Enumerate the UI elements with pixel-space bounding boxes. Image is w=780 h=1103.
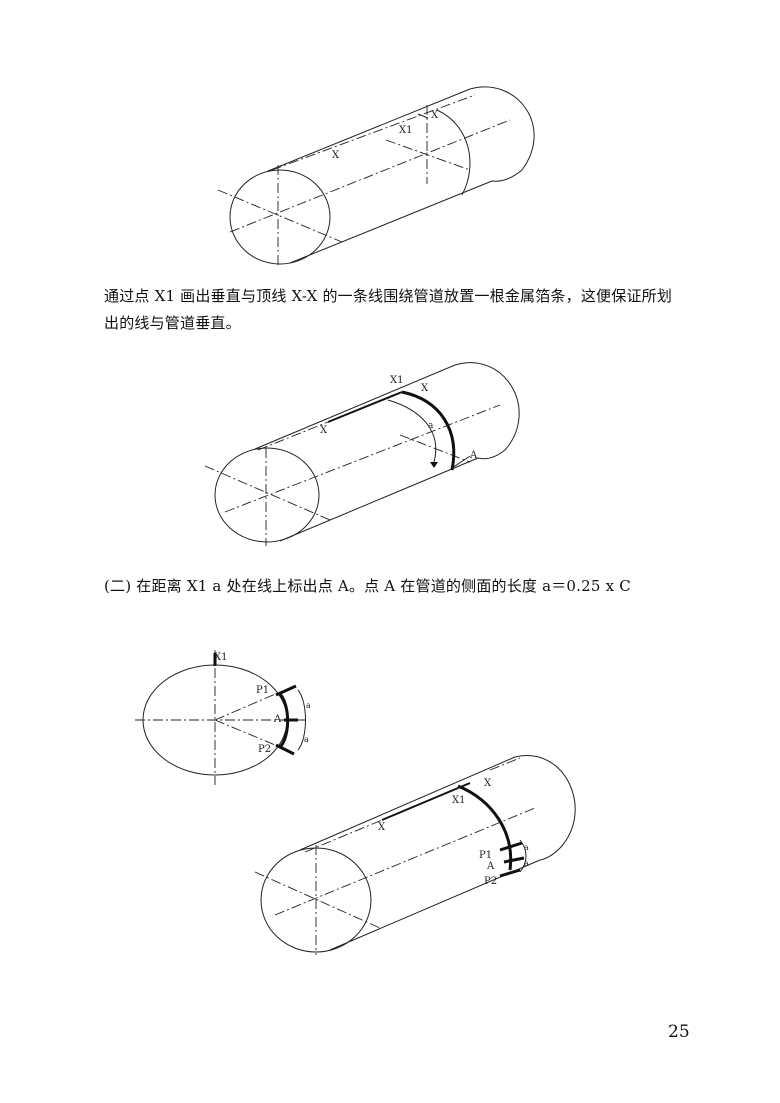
label-x-4: X: [320, 425, 328, 436]
centerlines: [204, 404, 501, 546]
label-p2-1: P2: [258, 744, 271, 755]
figure-pipe-foil-strip: X1 X X a A: [204, 362, 520, 546]
label-a-3: A: [486, 861, 495, 872]
side-arc-bold: [278, 692, 290, 747]
pipe-top-edge: [267, 88, 471, 172]
foil-strip-arc: [457, 784, 513, 871]
top-line-bold-segment: [381, 782, 471, 821]
page-number: 25: [668, 1022, 690, 1042]
p2-mark: [275, 743, 295, 756]
a-mark: [503, 856, 525, 864]
label-p1-1: P1: [256, 685, 269, 696]
arrow-head-icon: [430, 462, 438, 468]
paragraph-1-line-2: 出的线与管道垂直。: [104, 314, 241, 332]
dimension-arc: [297, 689, 306, 751]
radius-line-p2: [214, 719, 281, 748]
pipe-bottom-edge: [289, 180, 493, 264]
figure-pipe-marking-x1: X X1 X: [217, 86, 535, 268]
x1-cross-diagonal: [385, 139, 471, 171]
label-p1-2: P1: [479, 850, 492, 861]
paragraph-2-line-1: (二) 在距离 X1 a 处在线上标出点 A。点 A 在管道的侧面的长度 a＝0…: [104, 577, 631, 595]
near-end-centerline-diagonal: [217, 189, 343, 243]
length-a-arc: [387, 399, 437, 463]
label-x1-2: X1: [390, 375, 403, 386]
top-line-x-x: [271, 94, 476, 171]
cylinder-outline: [214, 362, 520, 543]
label-a-lower-1: a: [428, 421, 434, 431]
centerlines: [254, 757, 536, 955]
near-end-centerline-diagonal: [204, 465, 331, 521]
label-x-2: X: [431, 110, 439, 121]
pipe-axis-line: [274, 807, 536, 916]
pipe-far-end-arc: [514, 755, 576, 861]
label-x1-4: X1: [452, 795, 465, 806]
pipe-top-edge: [299, 756, 516, 851]
label-x-1: X: [332, 150, 340, 161]
top-line-x-x: [304, 819, 383, 853]
p2-mark: [499, 868, 521, 878]
figure-pipe-side-points: X X1 X P1 A P2 a a: [254, 755, 576, 955]
top-line-bold-segment: [327, 391, 403, 423]
label-x-5: X: [484, 778, 492, 789]
label-a-lower-4: a: [524, 843, 529, 852]
x1-tick: [417, 113, 429, 119]
marking-ring-arc: [436, 109, 471, 196]
label-a-1: A: [469, 450, 478, 461]
point-a-tick: [451, 455, 471, 469]
pipe-axis-line: [224, 404, 501, 513]
paragraph-1-line-1: 通过点 X1 画出垂直与顶线 X-X 的一条线围绕管道放置一根金属箔条，这便保证…: [104, 287, 673, 305]
a-point-diagonal: [399, 434, 471, 463]
radius-line-p1: [214, 691, 281, 721]
label-x-6: X: [378, 822, 386, 833]
label-a-2: A: [273, 714, 282, 725]
cylinder-outline: [260, 755, 576, 953]
p1-mark: [499, 841, 523, 852]
pipe-axis-line: [229, 119, 511, 233]
p1-mark: [275, 684, 297, 697]
paragraph-1: 通过点 X1 画出垂直与顶线 X-X 的一条线围绕管道放置一根金属箔条，这便保证…: [104, 283, 704, 337]
label-x1-3: X1: [214, 652, 227, 663]
label-a-lower-5: a: [524, 859, 529, 868]
label-x1-1: X1: [399, 125, 412, 136]
cylinder-outline: [229, 86, 535, 265]
pipe-bottom-edge: [279, 457, 479, 542]
dimension-arc: [519, 839, 527, 873]
label-a-lower-3: a: [304, 735, 309, 744]
pipe-far-end-arc: [469, 86, 535, 182]
figure-cross-section: X1 P1 A P2 a a: [135, 650, 311, 785]
top-line-x-x: [257, 421, 329, 451]
pipe-end-ellipse: [214, 447, 320, 543]
near-end-centerline-diagonal: [254, 871, 381, 929]
pipe-top-edge: [254, 364, 456, 450]
label-a-lower-2: a: [306, 701, 311, 710]
label-x-3: X: [421, 383, 429, 394]
pipe-far-end-arc: [454, 362, 520, 460]
pipe-end-ellipse: [229, 169, 331, 265]
top-line-x-x-far: [489, 757, 521, 771]
label-p2-2: P2: [484, 876, 497, 887]
centerlines: [217, 94, 511, 268]
paragraph-2: (二) 在距离 X1 a 处在线上标出点 A。点 A 在管道的侧面的长度 a＝0…: [104, 573, 704, 600]
foil-strip-arc: [401, 390, 456, 471]
